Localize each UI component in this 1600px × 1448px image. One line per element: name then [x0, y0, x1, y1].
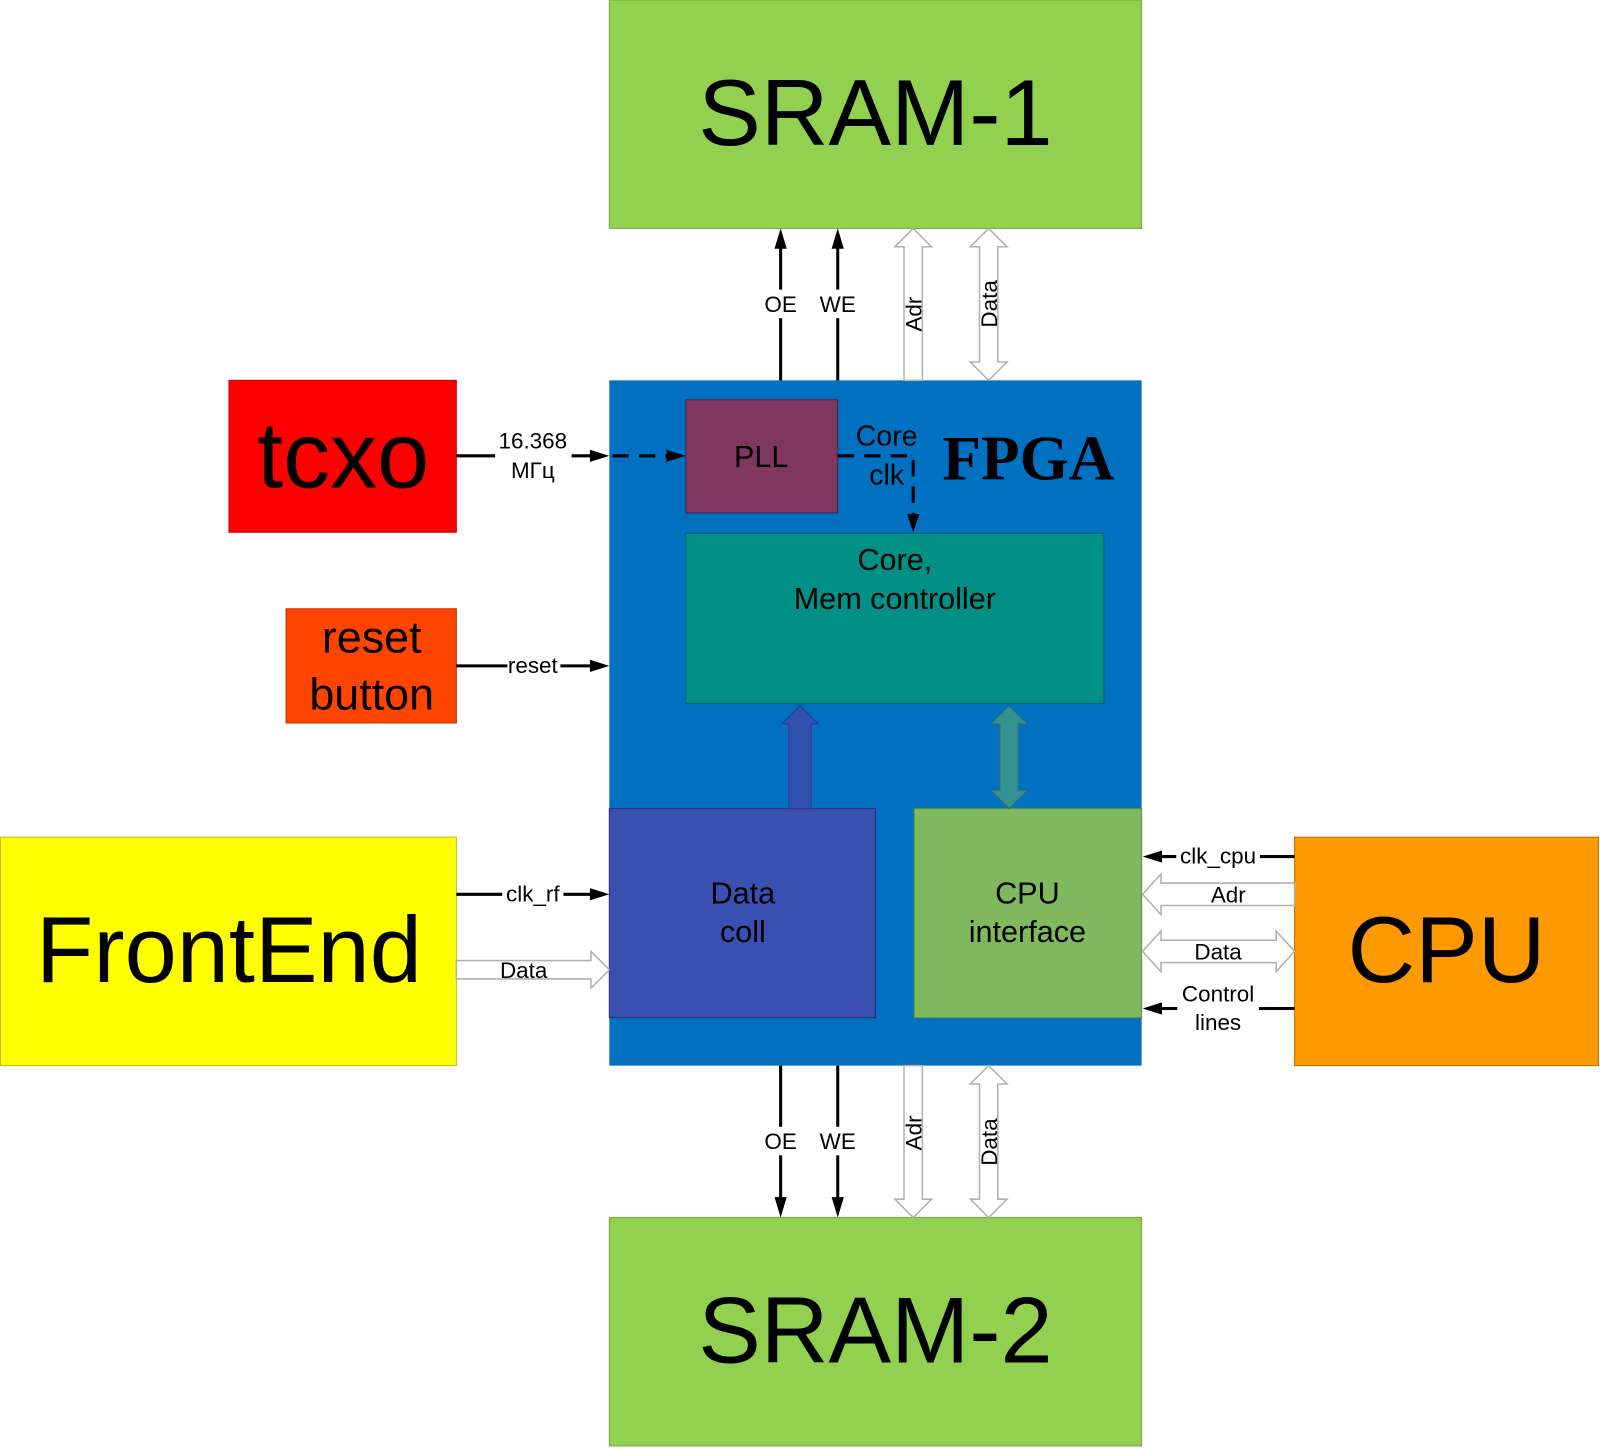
sram2-label: SRAM-2 [698, 1277, 1052, 1382]
core-label-line1: Core, [857, 543, 932, 577]
bottom-we-label: WE [820, 1129, 856, 1154]
data-coll-block: Data coll [608, 808, 876, 1019]
tcxo-label: tcxo [257, 402, 429, 507]
pll-label: PLL [734, 440, 788, 474]
top-we-label: WE [820, 292, 856, 317]
clk-cpu-label: clk_cpu [1180, 844, 1256, 869]
frontend-data-bus-arrow: Data [455, 949, 611, 990]
sram1-block: SRAM-1 [608, 0, 1143, 229]
top-adr-label: Adr [901, 296, 926, 331]
pll-block: PLL [685, 399, 839, 514]
control-lines-label-line2: lines [1195, 1010, 1241, 1035]
top-data-label: Data [977, 280, 1002, 328]
reset-button-block: reset button [285, 608, 457, 724]
frontend-data-label: Data [500, 958, 548, 983]
tcxo-block: tcxo [228, 379, 457, 533]
top-data-bus-arrow: Data [968, 227, 1009, 382]
sram2-block: SRAM-2 [608, 1217, 1143, 1447]
bottom-data-label: Data [977, 1118, 1002, 1166]
cpu-interface-line2: interface [969, 915, 1086, 949]
cpu-data-label: Data [1194, 940, 1242, 965]
cpu-adr-label: Adr [1211, 882, 1246, 907]
sram1-label: SRAM-1 [698, 60, 1052, 165]
bottom-we-arrow: WE [817, 1065, 859, 1218]
reset-signal-label: reset [508, 653, 559, 678]
core-clk-arrow: Core clk [837, 420, 921, 533]
core-clk-label-line2: clk [869, 459, 905, 491]
core-cpu-interface-bidirectional-arrow [989, 704, 1029, 810]
bottom-data-bus-arrow: Data [968, 1064, 1009, 1219]
core-mem-controller-block: Core, Mem controller [685, 532, 1105, 705]
bottom-oe-label: OE [764, 1129, 796, 1154]
top-adr-bus-arrow: Adr [892, 227, 934, 382]
core-label-line2: Mem controller [794, 582, 996, 616]
reset-button-line2: button [309, 669, 434, 720]
top-oe-arrow: OE [760, 228, 802, 381]
control-lines-arrow: Control lines [1142, 981, 1295, 1035]
control-lines-label-line1: Control [1182, 981, 1254, 1006]
top-we-arrow: WE [817, 228, 859, 381]
clk-cpu-arrow: clk_cpu [1142, 844, 1295, 869]
freq-label-line1: 16.368 [499, 429, 568, 454]
data-coll-line1: Data [711, 876, 776, 910]
clk-rf-arrow: clk_rf [456, 881, 610, 907]
core-clk-label-line1: Core [856, 421, 918, 453]
freq-label-line2: МГц [511, 458, 555, 483]
reset-button-line1: reset [322, 612, 422, 663]
data-coll-to-core-arrow [780, 704, 820, 810]
frontend-block: FrontEnd [0, 836, 457, 1067]
cpu-interface-line1: CPU [995, 876, 1060, 910]
fpga-label: FPGA [942, 423, 1114, 493]
data-coll-line2: coll [720, 915, 766, 949]
clk-rf-label: clk_rf [506, 881, 560, 906]
reset-arrow: reset [456, 653, 610, 679]
cpu-data-bus-arrow: Data [1141, 929, 1296, 974]
cpu-adr-bus-arrow: Adr [1141, 871, 1296, 917]
tcxo-clock-arrow: 16.368 МГц [456, 429, 686, 483]
bottom-adr-bus-arrow: Adr [892, 1064, 934, 1219]
bottom-oe-arrow: OE [760, 1065, 802, 1218]
top-oe-label: OE [764, 292, 796, 317]
cpu-interface-block: CPU interface [913, 808, 1143, 1019]
frontend-label: FrontEnd [36, 897, 422, 1002]
cpu-block: CPU [1294, 836, 1599, 1067]
cpu-label: CPU [1347, 897, 1545, 1002]
bottom-adr-label: Adr [901, 1115, 926, 1150]
